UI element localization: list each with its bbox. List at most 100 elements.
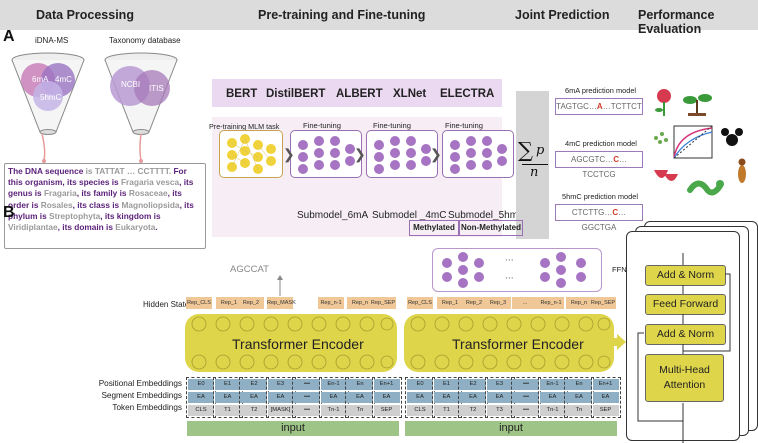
- segment-embedding: EA: [592, 392, 619, 403]
- funnel-title-taxonomy: Taxonomy database: [109, 36, 181, 45]
- finetuning-label-1: Fine-tuning: [303, 121, 341, 130]
- left-input-bar: input: [187, 421, 399, 436]
- positional-embeddings-label: Positional Embeddings: [98, 379, 182, 388]
- description-segment: The DNA sequence: [8, 166, 86, 176]
- arrow-icon-2: ❯: [354, 146, 366, 162]
- left-encoder-label: Transformer Encoder: [232, 336, 364, 352]
- header-data-processing: Data Processing: [36, 8, 134, 22]
- encoder-to-layer-arrow-icon: [609, 334, 626, 350]
- description-segment: Streptophyta: [49, 210, 101, 221]
- description-segment: , its phylum is: [8, 199, 194, 221]
- positional-embedding: En-1: [539, 379, 566, 390]
- hidden-state-label: Hidden State: [143, 300, 190, 309]
- positional-embedding: •••: [513, 379, 539, 390]
- description-segment: , its class is: [72, 199, 122, 210]
- ffnn-network: ··· ···: [432, 248, 602, 292]
- left-hidden-cls: Rep_CLS: [186, 297, 212, 309]
- right-encoder-label: Transformer Encoder: [452, 336, 584, 352]
- right-encoder-nodes: [410, 316, 611, 370]
- right-hidden-n: Rep_n: [566, 297, 592, 309]
- segment-embedding: EA: [566, 392, 592, 403]
- pred-seq-5hmc-mark: C: [612, 208, 619, 217]
- right-hidden-3: Rep_3: [485, 297, 511, 309]
- pred-seq-6ma-mark: A: [596, 102, 603, 111]
- pred-seq-6ma-post: …TCTTCT: [602, 102, 642, 111]
- ffnn-network-graphic: ··· ···: [442, 252, 586, 288]
- funnel-label-4mc: 4mC: [55, 75, 72, 84]
- finetune-network-6ma: [290, 130, 362, 178]
- positional-embedding: E2: [241, 379, 267, 390]
- positional-embedding: E0: [188, 379, 214, 390]
- token-embedding: CLS: [407, 405, 433, 416]
- funnel-title-idna: iDNA-MS: [35, 36, 69, 45]
- pred-seq-5hmc-pre: CTCTTG…: [571, 208, 613, 217]
- segment-embedding: •••: [294, 392, 320, 403]
- left-hidden-mask: Rep_MASK: [267, 297, 296, 309]
- segment-embedding: EA: [214, 392, 241, 403]
- finetune-network-4mc: [366, 130, 438, 178]
- header-joint-prediction: Joint Prediction: [515, 8, 610, 22]
- finetune-network-5hmc-graphic: [450, 136, 507, 174]
- positional-embedding: E1: [433, 379, 460, 390]
- pred-seq-6ma: TAGTGC…A…TCTTCT: [555, 98, 643, 115]
- funnel-label-5hmc: 5hmC: [40, 93, 62, 102]
- finetuning-label-2: Fine-tuning: [373, 121, 411, 130]
- pred-seq-4mc-pre: AGCGTC…: [570, 155, 614, 164]
- positional-embedding: E2: [460, 379, 486, 390]
- positional-embedding: E0: [407, 379, 433, 390]
- right-hidden-1: Rep_1: [437, 297, 463, 309]
- segment-embedding: EA: [241, 392, 267, 403]
- left-hidden-2: Rep_2: [238, 297, 264, 309]
- submodel-4mc: Submodel _4mC: [372, 210, 447, 221]
- token-embedding: T3: [486, 405, 513, 416]
- pred-seq-4mc: AGCGTC…C…TCCTCG: [555, 151, 643, 179]
- description-segment: Viridiplantae: [8, 222, 58, 233]
- bacteria-icon: [654, 132, 668, 144]
- finetuning-label-3: Fine-tuning: [445, 121, 483, 130]
- token-embedding: Tn: [566, 405, 592, 416]
- description-segment: , its order is: [8, 188, 182, 210]
- rose-icon: [655, 89, 671, 116]
- model-electra: ELECTRA: [440, 88, 495, 100]
- token-embedding: T2: [241, 405, 267, 416]
- pred-seq-5hmc: CTCTTG…C…GGCTGA: [555, 204, 643, 232]
- pretraining-network: [219, 130, 283, 178]
- add-norm-bottom: Add & Norm: [645, 324, 726, 345]
- right-hidden-ellipsis: …: [512, 297, 538, 309]
- token-embedding: SEP: [373, 405, 400, 416]
- pred-seq-4mc-mark: C: [613, 155, 619, 164]
- pretraining-network-graphic: [227, 134, 276, 174]
- funnel-label-itis: ITIS: [149, 84, 164, 93]
- arrow-icon-3: ❯: [430, 146, 442, 162]
- segment-embedding: •••: [513, 392, 539, 403]
- segment-embedding: EA: [407, 392, 433, 403]
- description-segment: , its genus is: [8, 177, 194, 199]
- submodel-5hmc: Submodel_5hmC: [448, 210, 526, 221]
- token-embedding: Tn: [347, 405, 373, 416]
- add-norm-top: Add & Norm: [645, 265, 726, 286]
- pred-seq-6ma-pre: TAGTGC…: [556, 102, 597, 111]
- token-embedding: T1: [214, 405, 241, 416]
- description-segment: Eukaryota: [115, 222, 156, 233]
- model-bert: BERT: [226, 88, 258, 100]
- token-embedding: Tn-1: [320, 405, 347, 416]
- embedding-column: •••••••••: [511, 377, 541, 418]
- description-segment: Fragaria: [43, 188, 77, 199]
- token-embedding: SEP: [592, 405, 619, 416]
- description-segment: .: [155, 222, 158, 233]
- finetune-network-5hmc: [442, 130, 514, 178]
- model-distilbert: DistilBERT: [266, 88, 326, 100]
- fly-icon: [738, 158, 746, 183]
- masked-prediction: AGCCAT: [230, 264, 269, 275]
- positional-embedding: E3: [267, 379, 294, 390]
- panel-b-letter: B: [3, 204, 15, 221]
- left-hidden-1: Rep_1: [216, 297, 242, 309]
